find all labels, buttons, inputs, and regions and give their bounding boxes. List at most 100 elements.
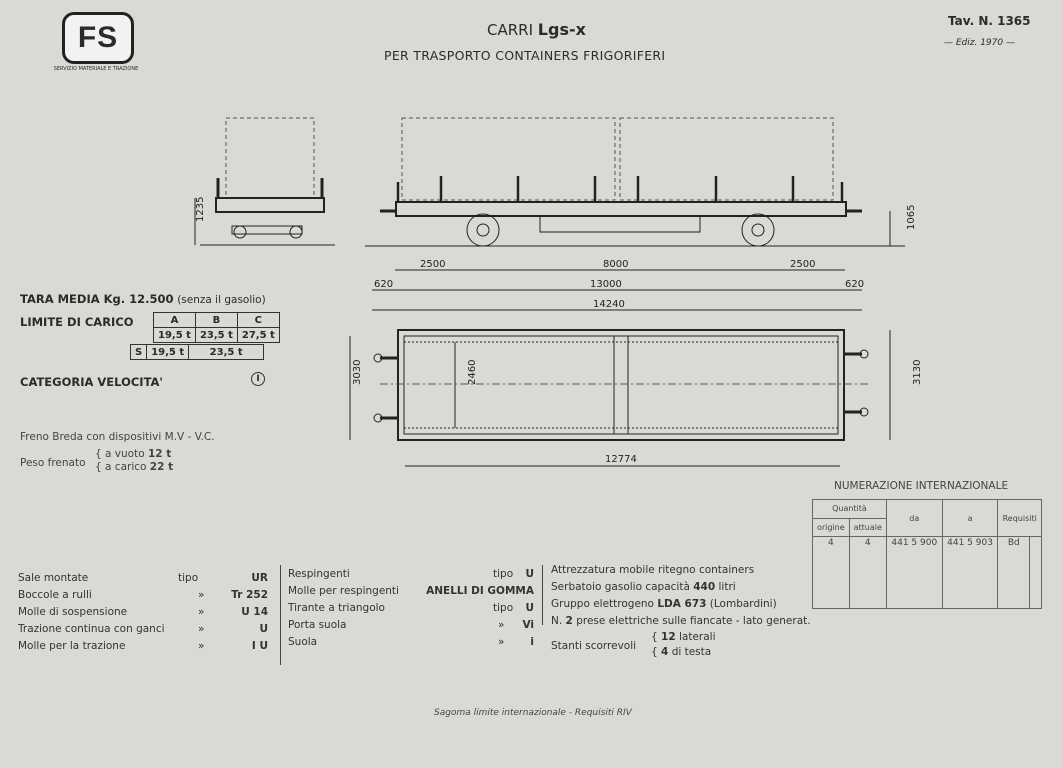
prese-prefix: N.: [551, 615, 563, 627]
dim-total-length: 14240: [593, 299, 625, 310]
dim-overhang-left: 2500: [420, 259, 445, 270]
edition: — Ediz. 1970 —: [944, 38, 1015, 48]
gruppo-value: LDA 673: [657, 598, 707, 610]
equip-label: Boccole a rulli: [18, 589, 92, 601]
attrezzatura: Attrezzatura mobile ritegno containers: [551, 564, 755, 576]
equip-type: tipo: [493, 602, 514, 614]
equip-label: Molle di sospensione: [18, 606, 128, 618]
equip-value: U: [259, 623, 268, 635]
end-view: [194, 117, 335, 246]
limit-s-a: 19,5 t: [146, 344, 190, 360]
stanti-laterali-label: laterali: [679, 631, 716, 643]
dim-plan-width-outer: 3030: [352, 360, 363, 385]
cell-empty: [1029, 536, 1042, 609]
quantita-header: Quantità: [812, 499, 887, 519]
peso-frenato-label: Peso frenato: [20, 457, 86, 469]
peso-vuoto: { a vuoto 12 t: [95, 448, 172, 460]
prese-desc: prese elettriche sulle fiancate - lato g…: [576, 615, 811, 627]
dim-buffer-left: 620: [374, 279, 393, 290]
limit-b: 23,5 t: [194, 327, 238, 343]
cell-requisiti: Bd: [997, 536, 1031, 609]
equip-label: Molle per la trazione: [18, 640, 126, 652]
limit-a: 19,5 t: [153, 327, 196, 343]
limit-s-bc: 23,5 t: [188, 344, 265, 360]
cell-da: 441 5 900: [885, 536, 943, 609]
origine-header: origine: [812, 517, 850, 537]
peso-carico-value: 22 t: [149, 461, 174, 473]
page-subtitle: PER TRASPORTO CONTAINERS FRIGORIFERI: [384, 48, 666, 63]
peso-vuoto-value: 12 t: [147, 448, 172, 460]
equip-type: »: [198, 623, 205, 635]
stanti-laterali: { 12 laterali: [651, 631, 716, 643]
class-c: C: [236, 312, 280, 328]
gruppo-label: Gruppo elettrogeno: [551, 598, 654, 610]
gruppo-maker: (Lombardini): [709, 598, 777, 610]
da-header: da: [885, 499, 943, 537]
serbatoio-unit: litri: [718, 581, 736, 593]
cell-attuale: 4: [848, 536, 887, 609]
dim-overhang-right: 2500: [790, 259, 815, 270]
equip-type: »: [198, 589, 205, 601]
equipment-row: Tirante a triangolo tipo U: [288, 600, 534, 617]
requisiti-header: Requisiti: [997, 499, 1042, 537]
prese: N. 2 prese elettriche sulle fiancate - l…: [551, 613, 811, 630]
categoria-label: CATEGORIA VELOCITA': [20, 375, 163, 389]
equipment-row: Molle per la trazione » I U: [18, 638, 268, 655]
attuale-header: attuale: [848, 517, 887, 537]
peso-carico-label: a carico: [105, 461, 147, 473]
title-prefix: CARRI: [487, 21, 534, 39]
stanti-testa-label: di testa: [671, 646, 712, 658]
stanti-label: Stanti scorrevoli: [551, 640, 637, 652]
logo-subtitle: SERVIZIO MATERIALE E TRAZIONE: [53, 66, 139, 72]
tara-media: TARA MEDIA Kg. 12.500 (senza il gasolio): [20, 292, 266, 306]
serbatoio-value: 440: [693, 581, 716, 593]
peso-vuoto-label: a vuoto: [105, 448, 145, 460]
fs-logo: FS: [62, 12, 134, 64]
dim-plan-length: 12774: [605, 454, 637, 465]
equip-value: i: [530, 636, 534, 648]
gruppo: Gruppo elettrogeno LDA 673 (Lombardini): [551, 596, 811, 613]
limit-c: 27,5 t: [236, 327, 280, 343]
equip-label: Suola: [288, 636, 318, 648]
dim-frame-length: 13000: [590, 279, 622, 290]
equip-value: U: [525, 602, 534, 614]
equip-label: Sale montate: [18, 572, 89, 584]
equipment-col3: Attrezzatura mobile ritegno containers S…: [551, 562, 811, 664]
equip-label: Respingenti: [288, 568, 350, 580]
stanti-testa: { 4 di testa: [651, 646, 712, 658]
table-number: Tav. N. 1365: [948, 14, 1031, 28]
equip-value: U: [525, 568, 534, 580]
column-divider: [542, 565, 543, 625]
column-divider: [280, 565, 281, 665]
stanti: Stanti scorrevoli { 12 laterali { 4 di t…: [551, 630, 811, 664]
title-code: Lgs-x: [537, 20, 586, 39]
class-b: B: [194, 312, 238, 328]
dim-plan-width-buffers: 3130: [912, 360, 923, 385]
tara-note: (senza il gasolio): [177, 294, 266, 306]
equipment-row: Trazione continua con ganci » U: [18, 621, 268, 638]
equip-label: Tirante a triangolo: [288, 602, 385, 614]
dim-buffer-height: 1065: [906, 205, 917, 230]
equip-value: Vi: [522, 619, 534, 631]
stanti-laterali-count: 12: [661, 631, 676, 643]
equipment-row: Molle di sospensione»U 14: [18, 604, 268, 621]
equip-value: I U: [251, 640, 268, 652]
equip-label: Trazione continua con ganci: [18, 623, 165, 635]
equip-value: ANELLI DI GOMMA: [426, 585, 534, 597]
dim-wheelbase: 8000: [603, 259, 628, 270]
dim-end-height: 1235: [195, 197, 206, 222]
footer-note: Sagoma limite internazionale - Requisiti…: [434, 708, 632, 718]
equip-value: Tr 252: [231, 589, 268, 601]
equip-type: »: [198, 606, 205, 618]
equip-type: »: [198, 640, 205, 652]
equip-type: »: [498, 619, 505, 631]
cell-origine: 4: [812, 536, 850, 609]
